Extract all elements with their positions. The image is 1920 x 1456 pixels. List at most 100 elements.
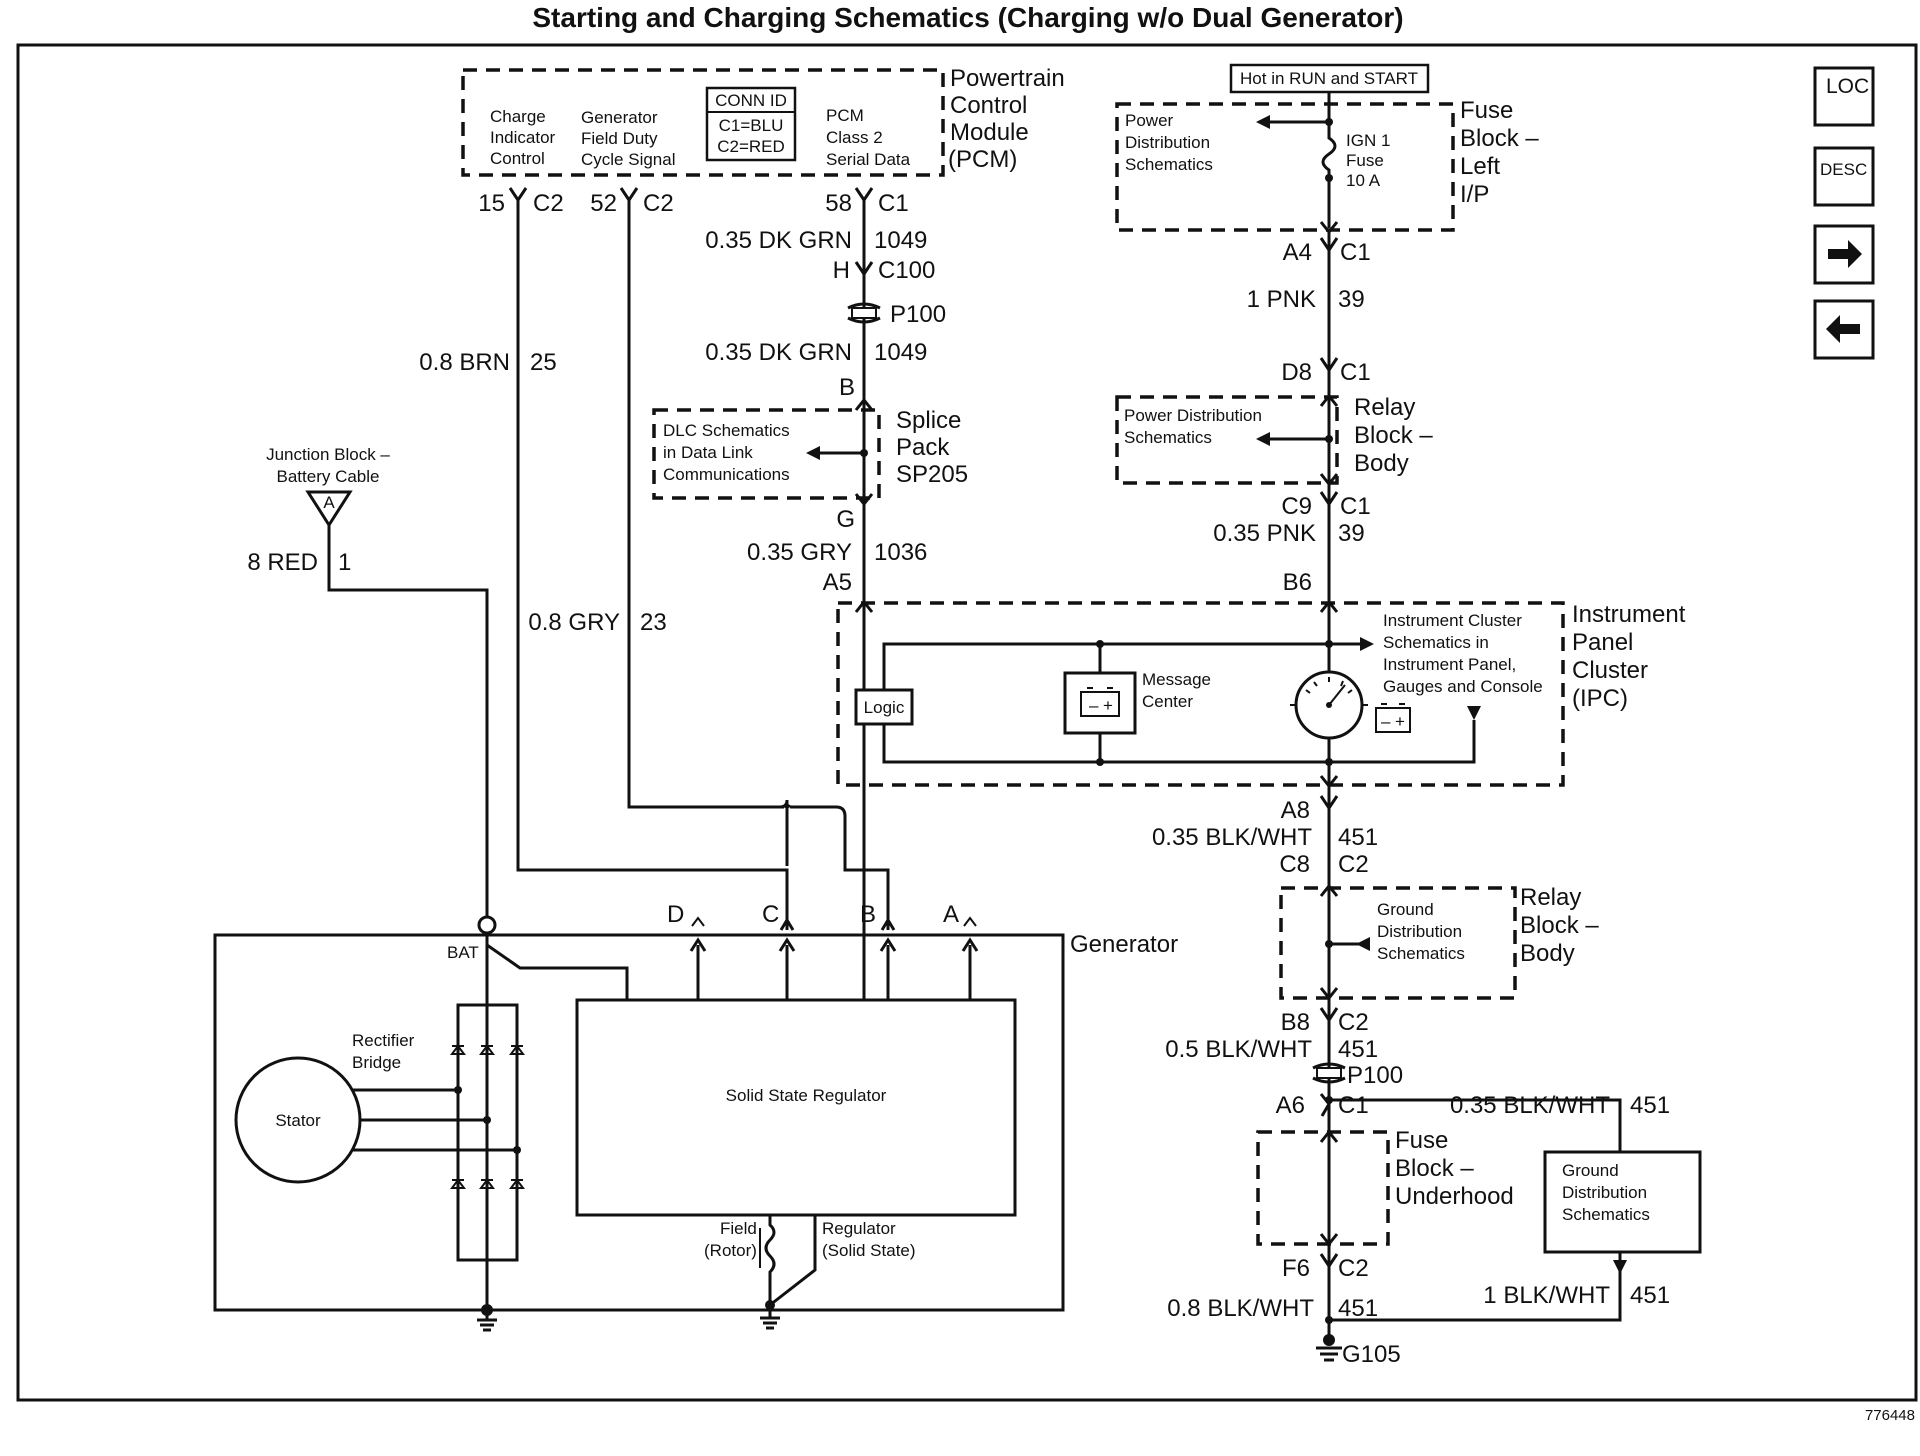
red-battery-wire xyxy=(327,525,489,918)
terminal-a: A xyxy=(943,901,959,928)
ground-dist-feed-wire xyxy=(1329,1098,1622,1152)
bat-label: BAT xyxy=(447,943,479,962)
pnk-wire-circuit-1: 39 xyxy=(1338,286,1365,313)
splice-pack-sp205: DLC Schematics in Data Link Communicatio… xyxy=(652,407,968,500)
gry-wire-upper xyxy=(627,210,789,866)
conn-id-box xyxy=(705,86,797,162)
relay1-name-line-3: Body xyxy=(1354,450,1409,477)
fuse-ip-name-line-1: Fuse xyxy=(1460,97,1513,124)
connector-a4-conn: C1 xyxy=(1340,239,1371,266)
blkwht-wire-circuit-2: 451 xyxy=(1338,1036,1378,1063)
desc-button[interactable]: DESC xyxy=(1813,146,1875,207)
diagram-border xyxy=(16,43,1918,1402)
pcm-name-line-1: Powertrain xyxy=(950,65,1065,92)
red-wire-circuit: 1 xyxy=(338,549,351,576)
blkwht-wire-label-3: 0.35 BLK/WHT xyxy=(1450,1092,1610,1119)
dlc-line-1: DLC Schematics xyxy=(663,421,790,440)
splice-name-line-3: SP205 xyxy=(896,461,968,488)
pcm-name-line-4: (PCM) xyxy=(948,146,1017,173)
regulator-ss-line-1: Regulator xyxy=(822,1219,896,1238)
gry-wire-circuit: 23 xyxy=(640,609,667,636)
loc-button[interactable]: LOC xyxy=(1813,66,1875,127)
regulator-ss-line-2: (Solid State) xyxy=(822,1241,916,1260)
pcm-pin-15-conn: C2 xyxy=(533,190,564,217)
relay2-gd-line-3: Schematics xyxy=(1377,944,1465,963)
loc-button-label: LOC xyxy=(1826,75,1869,98)
generator-ground-icon xyxy=(477,1310,497,1332)
gry-data-wire-label: 0.35 GRY xyxy=(747,539,852,566)
connector-b6: B6 xyxy=(1283,569,1312,596)
connector-c9: C9 xyxy=(1281,493,1312,520)
power-dist-arrow-icon-2 xyxy=(1256,432,1270,446)
dlc-line-3: Communications xyxy=(663,465,790,484)
charge-indicator-line-3: Control xyxy=(490,149,545,168)
fuse-uh-name-line-1: Fuse xyxy=(1395,1127,1448,1154)
svg-text:–: – xyxy=(1089,696,1099,715)
relay1-name-line-1: Relay xyxy=(1354,394,1415,421)
fuse-uh-name-line-3: Underhood xyxy=(1395,1183,1514,1210)
ipc-name-line-3: Cluster xyxy=(1572,657,1648,684)
fuse-ip-name-line-4: I/P xyxy=(1460,181,1489,208)
dkgrn-wire-circuit-1: 1049 xyxy=(874,227,927,254)
blkwht-wire-label-4: 0.8 BLK/WHT xyxy=(1167,1295,1314,1322)
ground-dist-line-1: Ground xyxy=(1562,1161,1619,1180)
connector-f6-conn: C2 xyxy=(1338,1255,1369,1282)
terminal-c: C xyxy=(762,901,779,928)
brn-wire-label: 0.8 BRN xyxy=(419,349,510,376)
pcm-module: Powertrain Control Module (PCM) Charge I… xyxy=(461,65,1065,177)
relay2-gd-line-2: Distribution xyxy=(1377,922,1462,941)
conn-id-c1: C1=BLU xyxy=(719,116,784,135)
terminal-b: B xyxy=(860,901,876,928)
field-ground-icon xyxy=(760,1305,780,1330)
rectifier-diodes xyxy=(450,1044,525,1189)
ground-g105-label: G105 xyxy=(1342,1341,1401,1368)
next-page-button[interactable] xyxy=(1813,224,1875,285)
relay-block-body-2: Ground Distribution Schematics Relay Blo… xyxy=(1279,884,1599,1000)
brn-wire xyxy=(516,210,789,930)
red-wire-label: 8 RED xyxy=(247,549,318,576)
conn-id-title: CONN ID xyxy=(715,91,787,110)
pcm-name-line-2: Control xyxy=(950,92,1027,119)
brn-wire-circuit: 25 xyxy=(530,349,557,376)
c100-symbol xyxy=(854,261,874,277)
junction-block-line-1: Junction Block – xyxy=(266,445,390,464)
connector-f6: F6 xyxy=(1282,1255,1310,1282)
pnk-wire-label-2: 0.35 PNK xyxy=(1213,520,1316,547)
conn-id-c2: C2=RED xyxy=(717,137,785,156)
pcm-name-line-3: Module xyxy=(950,119,1029,146)
fuse-label-line-2: Fuse xyxy=(1346,151,1384,170)
gry-data-wire-circuit: 1036 xyxy=(874,539,927,566)
pcm-pin-58-conn: C1 xyxy=(878,190,909,217)
blkwht-wire-label-2: 0.5 BLK/WHT xyxy=(1165,1036,1312,1063)
serial-data-line-1: PCM xyxy=(826,106,864,125)
connector-a6-conn: C1 xyxy=(1338,1092,1369,1119)
figure-id: 776448 xyxy=(1865,1407,1915,1424)
desc-button-label: DESC xyxy=(1820,160,1867,179)
arrow-right-icon xyxy=(1828,240,1862,268)
rectifier-line-2: Bridge xyxy=(352,1053,401,1072)
message-center-line-1: Message xyxy=(1142,670,1211,689)
blkwht-wire-circuit-5: 451 xyxy=(1630,1282,1670,1309)
pcm-pin-52: 52 xyxy=(590,190,617,217)
connector-c100: C100 xyxy=(878,257,935,284)
serial-data-line-3: Serial Data xyxy=(826,150,911,169)
svg-text:+: + xyxy=(1103,696,1113,715)
ic-schematics-line-4: Gauges and Console xyxy=(1383,677,1543,696)
relay-block-body-1: Power Distribution Schematics Relay Bloc… xyxy=(1115,394,1433,485)
ground-dist-line-2: Distribution xyxy=(1562,1183,1647,1202)
ground-arrow-icon-ipc xyxy=(1467,706,1481,720)
ground-return-wire xyxy=(1329,1252,1622,1322)
relay1-name-line-2: Block – xyxy=(1354,422,1433,449)
pcm-pin-15: 15 xyxy=(478,190,505,217)
serial-data-line-2: Class 2 xyxy=(826,128,883,147)
connector-c8: C8 xyxy=(1279,851,1310,878)
p100-symbol xyxy=(847,302,881,324)
connector-c8-conn: C2 xyxy=(1338,851,1369,878)
fuse-ip-pd-line-3: Schematics xyxy=(1125,155,1213,174)
ground-dist-line-3: Schematics xyxy=(1562,1205,1650,1224)
previous-page-button[interactable] xyxy=(1813,299,1875,360)
connector-symbol-52 xyxy=(619,187,639,210)
blkwht-wire-label-5: 1 BLK/WHT xyxy=(1483,1282,1610,1309)
battery-icon-1: – + xyxy=(1080,687,1120,717)
